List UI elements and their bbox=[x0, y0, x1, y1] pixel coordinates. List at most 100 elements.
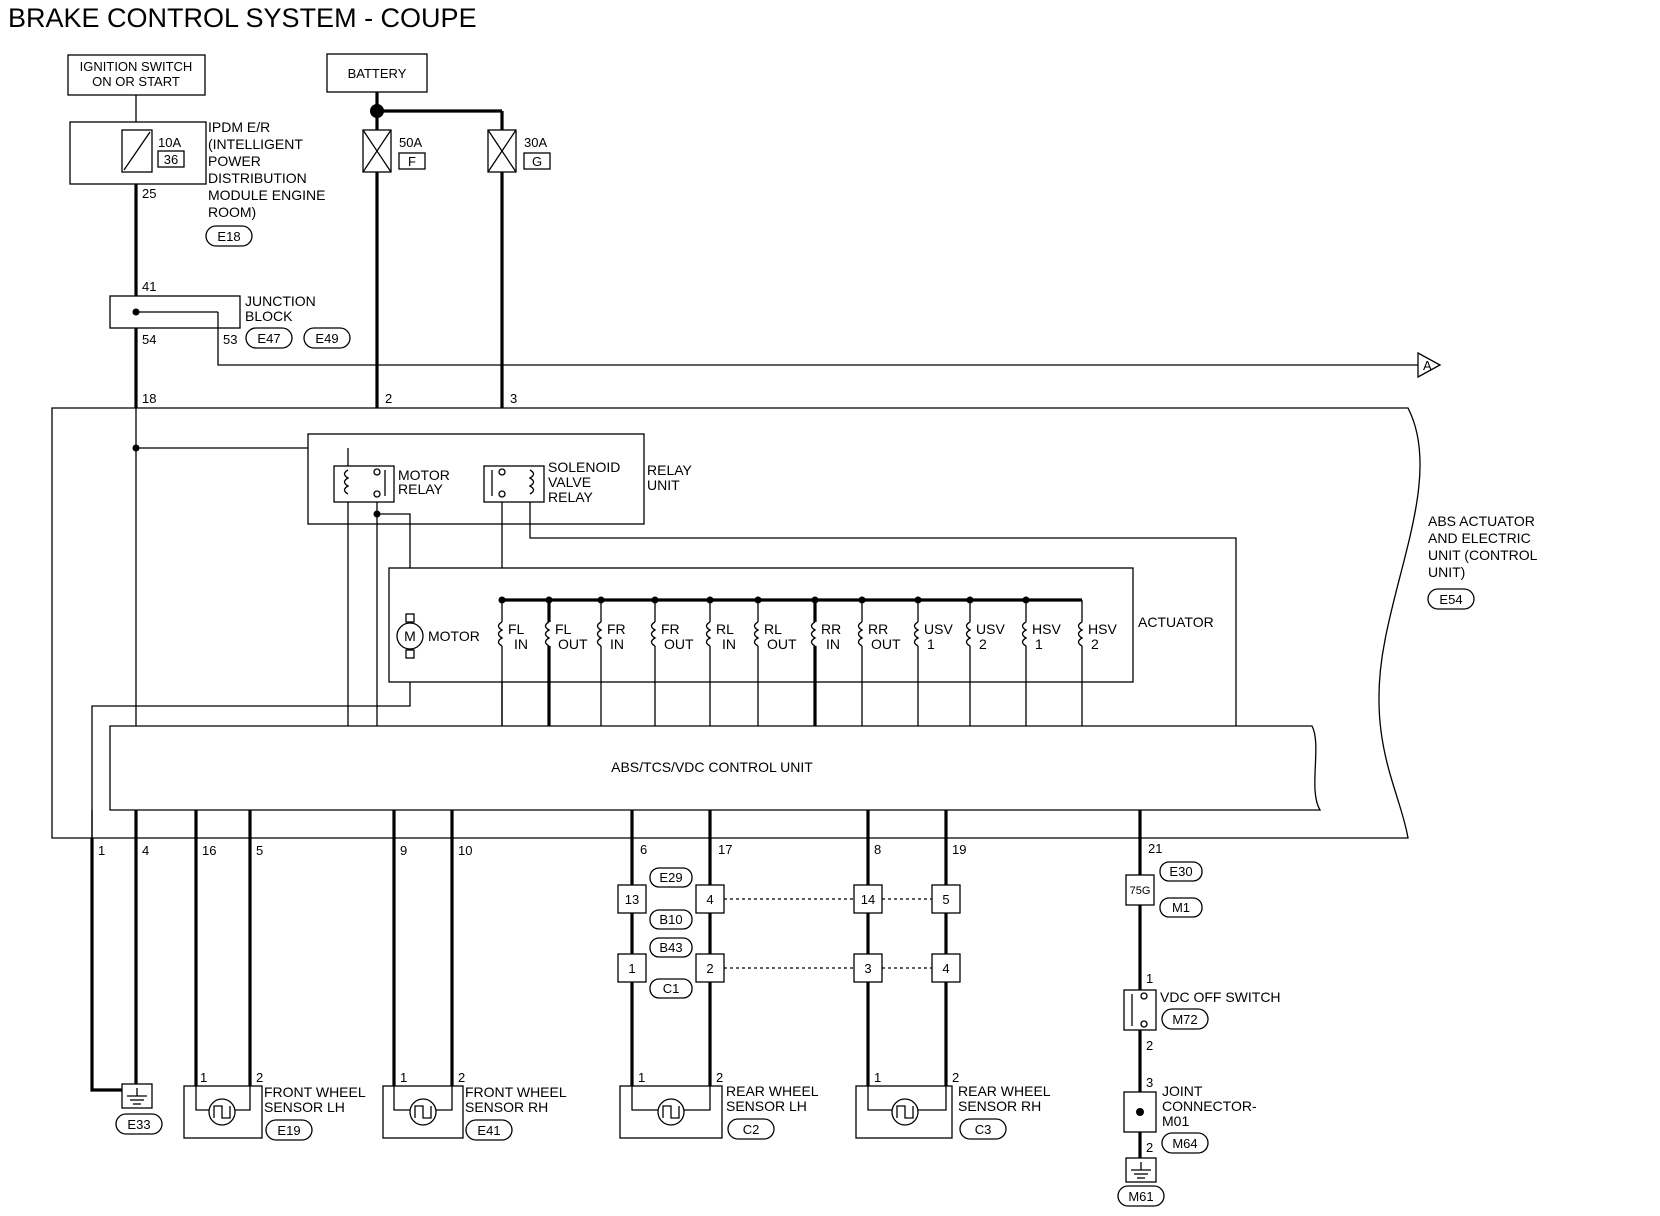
motor-label: MOTOR bbox=[428, 628, 480, 644]
pin-21: 21 bbox=[1148, 841, 1162, 856]
pin-10: 10 bbox=[458, 843, 472, 858]
valve-rl-in-l1: RL bbox=[716, 621, 734, 637]
conn-row2-1-label: 1 bbox=[628, 961, 635, 976]
conn-row2-4-label: 4 bbox=[942, 961, 949, 976]
solenoid-relay-icon bbox=[483, 465, 545, 503]
relay-unit-label-1: RELAY bbox=[647, 462, 693, 478]
jb-label-1: JUNCTION bbox=[245, 293, 316, 309]
pin-9: 9 bbox=[400, 843, 407, 858]
motor-icon bbox=[396, 622, 424, 650]
joint-pin-3: 3 bbox=[1146, 1075, 1153, 1090]
joint-pin-2: 2 bbox=[1146, 1140, 1153, 1155]
valve-rl-out: RL OUT bbox=[753, 596, 797, 726]
pin-1: 1 bbox=[98, 843, 105, 858]
control-unit-label: ABS/TCS/VDC CONTROL UNIT bbox=[611, 759, 813, 775]
vdc-switch-pin-1: 1 bbox=[1146, 971, 1153, 986]
valve-fl-out-l1: FL bbox=[555, 621, 572, 637]
abs-label-2: AND ELECTRIC bbox=[1428, 530, 1531, 546]
conn-row2-2 bbox=[695, 953, 725, 983]
ipdm-connector: E18 bbox=[217, 229, 240, 244]
valve-usv-1: USV 1 bbox=[913, 596, 953, 726]
valve-usv2-l1: USV bbox=[976, 621, 1005, 637]
valve-hsv1-l1: HSV bbox=[1032, 621, 1061, 637]
ipdm-pin-25: 25 bbox=[142, 186, 156, 201]
actuator-label: ACTUATOR bbox=[1138, 614, 1214, 630]
abs-label-1: ABS ACTUATOR bbox=[1428, 513, 1535, 529]
offpage-arrow-a bbox=[1417, 351, 1442, 379]
abs-pin-18: 18 bbox=[142, 391, 156, 406]
rws-rh-pin-1: 1 bbox=[874, 1070, 881, 1085]
rws-lh-label-1: REAR WHEEL bbox=[726, 1083, 819, 1099]
abs-pin-3: 3 bbox=[510, 391, 517, 406]
solenoid-relay-label-3: RELAY bbox=[548, 489, 594, 505]
jb-pin-41: 41 bbox=[142, 279, 156, 294]
valve-rr-out-l1: RR bbox=[868, 621, 888, 637]
valve-fl-in: FL IN bbox=[497, 596, 528, 726]
conn-e29-label: E29 bbox=[659, 870, 682, 885]
conn-row1-14 bbox=[853, 884, 883, 914]
ipdm-fuse-rating: 10A bbox=[158, 135, 181, 150]
conn-c1-label: C1 bbox=[663, 981, 680, 996]
fws-rh-pin-1: 1 bbox=[400, 1070, 407, 1085]
fuse-30a-rating: 30A bbox=[524, 135, 547, 150]
conn-75g-box bbox=[1125, 874, 1155, 906]
valve-fr-in-l1: FR bbox=[607, 621, 626, 637]
pin-6: 6 bbox=[640, 842, 647, 857]
fws-lh-pin-1: 1 bbox=[200, 1070, 207, 1085]
fuse-f-id: F bbox=[408, 154, 416, 169]
valve-rr-in-l2: IN bbox=[826, 636, 840, 652]
valve-rl-out-l2: OUT bbox=[767, 636, 797, 652]
fuse-50a-rating: 50A bbox=[399, 135, 422, 150]
offpage-label: A bbox=[1423, 358, 1432, 373]
conn-row1-13 bbox=[617, 884, 647, 914]
fws-rh-pin-2: 2 bbox=[458, 1070, 465, 1085]
valve-hsv1-l2: 1 bbox=[1035, 636, 1043, 652]
solenoid-relay-label-2: VALVE bbox=[548, 474, 591, 490]
battery-box bbox=[326, 53, 428, 93]
valve-fr-in: FR IN bbox=[596, 596, 626, 726]
joint-label-2: CONNECTOR- bbox=[1162, 1098, 1257, 1114]
conn-row1-4-label: 4 bbox=[706, 892, 713, 907]
conn-row2-2-label: 2 bbox=[706, 961, 713, 976]
fws-rh-label-1: FRONT WHEEL bbox=[465, 1084, 567, 1100]
ignition-label-2: ON OR START bbox=[92, 74, 180, 89]
valve-hsv-2: HSV 2 bbox=[1077, 600, 1117, 726]
motor-relay-icon bbox=[333, 465, 395, 503]
ipdm-label-1: IPDM E/R bbox=[208, 119, 270, 135]
valve-hsv2-l1: HSV bbox=[1088, 621, 1117, 637]
battery-label: BATTERY bbox=[348, 66, 407, 81]
jb-connector-e47: E47 bbox=[257, 331, 280, 346]
valve-usv1-l1: USV bbox=[924, 621, 953, 637]
pin-8: 8 bbox=[874, 842, 881, 857]
rws-rh-pin-2: 2 bbox=[952, 1070, 959, 1085]
vdc-switch-pin-2: 2 bbox=[1146, 1038, 1153, 1053]
rws-rh-label-2: SENSOR RH bbox=[958, 1098, 1041, 1114]
conn-row2-4 bbox=[931, 953, 961, 983]
conn-b43-label: B43 bbox=[659, 940, 682, 955]
joint-label-1: JOINT bbox=[1162, 1083, 1203, 1099]
conn-row1-5-label: 5 bbox=[942, 892, 949, 907]
rws-lh-connector: C2 bbox=[743, 1122, 760, 1137]
abs-label-3: UNIT (CONTROL bbox=[1428, 547, 1538, 563]
conn-row1-4 bbox=[695, 884, 725, 914]
fws-lh-label-1: FRONT WHEEL bbox=[264, 1084, 366, 1100]
ipdm-label-3: POWER bbox=[208, 153, 261, 169]
pin-16: 16 bbox=[202, 843, 216, 858]
diagram-title: BRAKE CONTROL SYSTEM - COUPE bbox=[8, 3, 477, 33]
ipdm-fuse-number: 36 bbox=[164, 152, 178, 167]
rws-rh-connector: C3 bbox=[975, 1122, 992, 1137]
relay-unit-label-2: UNIT bbox=[647, 477, 680, 493]
pin-19: 19 bbox=[952, 842, 966, 857]
valve-rr-out-l2: OUT bbox=[871, 636, 901, 652]
vdc-off-switch-label: VDC OFF SWITCH bbox=[1160, 989, 1281, 1005]
valve-fl-in-l2: IN bbox=[514, 636, 528, 652]
conn-row1-14-label: 14 bbox=[861, 892, 875, 907]
valve-hsv-1: HSV 1 bbox=[1021, 596, 1061, 726]
valve-fr-out: FR OUT bbox=[650, 596, 694, 726]
ipdm-label-2: (INTELLIGENT bbox=[208, 136, 303, 152]
pin-17: 17 bbox=[718, 842, 732, 857]
fuse-g-id: G bbox=[532, 154, 542, 169]
valve-fr-out-l2: OUT bbox=[664, 636, 694, 652]
valve-rl-out-l1: RL bbox=[764, 621, 782, 637]
